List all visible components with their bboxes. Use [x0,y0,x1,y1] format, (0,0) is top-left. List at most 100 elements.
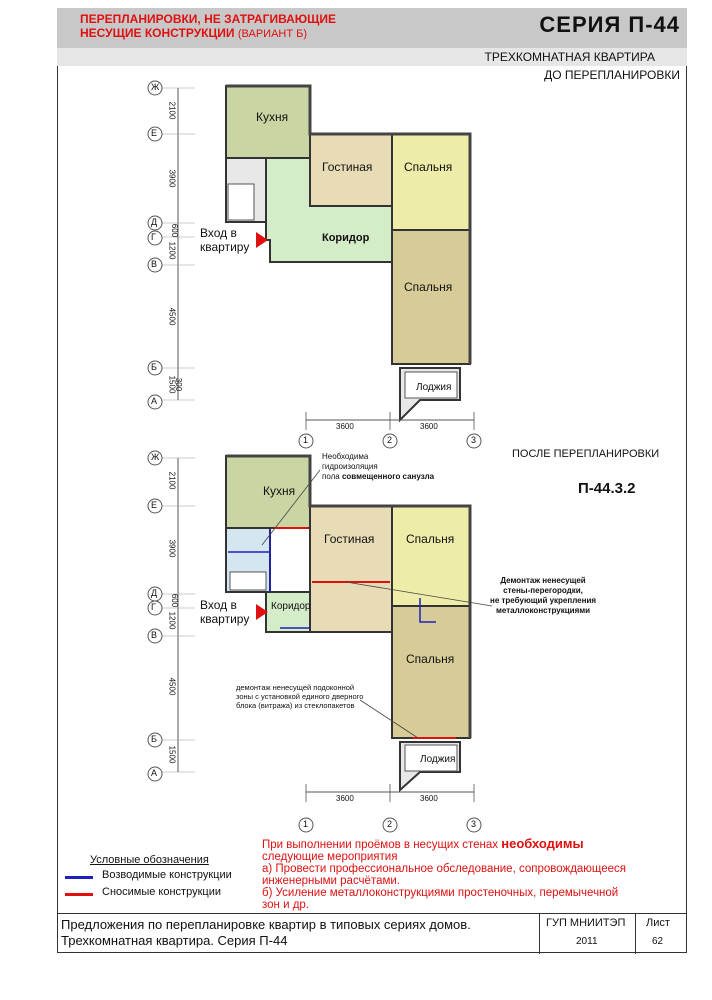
before-living-label: Гостиная [322,160,373,174]
note-demolish-line2: стены-перегородки, [503,586,583,595]
note-water-line3b: совмещенного санузла [341,472,435,481]
subtitle-bar: ТРЕХКОМНАТНАЯ КВАРТИРА [57,48,687,66]
after-bedroom1-label: Спальня [406,532,455,546]
before-dim-3900: 3900 [167,169,177,188]
plan-before [147,80,482,449]
after-living-label: Гостиная [324,532,375,546]
after-dim-h2: 3600 [420,794,438,803]
note-demolish-line1: Демонтаж ненесущей [500,576,586,585]
before-entrance-line2: квартиру [200,240,250,254]
plan-code: П-44.3.2 [578,480,636,497]
before-axis-g: Г [151,232,156,242]
after-axis-3: 3 [471,819,477,829]
before-loggia-label: Лоджия [416,382,452,393]
before-axis-3: 3 [471,435,477,445]
after-axis-b: Б [151,734,157,744]
req-item-b1: б) Усиление металлоконструкциями простен… [262,887,619,899]
legend-removed-swatch [65,893,93,896]
after-dim-600: 600 [170,593,180,608]
before-dim-600: 600 [170,223,180,238]
after-axis-d: Д [151,588,158,598]
after-axis-v: В [151,630,158,640]
footer-bar: Предложения по перепланировке квартир в … [57,913,687,954]
header-red-title: ПЕРЕПЛАНИРОВКИ, НЕ ЗАТРАГИВАЮЩИЕ НЕСУЩИЕ… [80,12,336,41]
after-kitchen-label: Кухня [263,484,296,498]
before-bedroom2-label: Спальня [404,280,453,294]
header-variant: (ВАРИАНТ Б) [237,28,308,40]
after-dim-3900: 3900 [167,539,177,558]
req-item-a2: инженерными расчётами. [262,875,401,887]
after-axis-a: А [151,768,158,778]
before-corridor-label: Коридор [322,232,370,244]
after-entrance-label: Вход в квартиру [200,598,250,626]
before-axis-d: Д [151,217,158,227]
note-demolish: Демонтаж ненесущей стены-перегородки, не… [490,576,596,616]
after-dim-2100: 2100 [167,471,177,490]
before-axis-2: 2 [387,435,393,445]
legend-erected-label: Возводимые конструкции [102,869,232,881]
after-entrance-line2: квартиру [200,612,250,626]
note-demolish-line3: не требующий укрепления [490,596,597,605]
subtitle: ТРЕХКОМНАТНАЯ КВАРТИРА [484,50,655,64]
after-entrance-line1: Вход в [200,598,237,612]
after-dim-1500: 1500 [167,745,177,764]
before-axis-a: А [151,396,158,406]
footer-sheet-label: Лист [646,917,670,929]
legend-removed-label: Сносимые конструкции [102,886,221,898]
after-axis-zh: Ж [151,452,160,462]
after-dim-h1: 3600 [336,794,354,803]
footer-org: ГУП МНИИТЭП [546,917,626,929]
before-axis-b: Б [151,362,157,372]
before-entrance-line1: Вход в [200,226,237,240]
after-axis-2: 2 [387,819,393,829]
before-dim-300: 300 [174,377,184,392]
before-axis-zh: Ж [151,82,160,92]
before-label: ДО ПЕРЕПЛАНИРОВКИ [544,68,680,82]
after-dim-1200: 1200 [167,611,177,630]
after-dim-4500: 4500 [167,677,177,696]
after-loggia-label: Лоджия [420,754,456,765]
req-item-a1: а) Провести профессиональное обследовани… [262,863,627,875]
after-bedroom2-label: Спальня [406,652,455,666]
before-dim-4500: 4500 [167,307,177,326]
footer-sheet-number: 62 [652,936,664,947]
header-red-line2: НЕСУЩИЕ КОНСТРУКЦИИ [80,26,235,40]
after-axis-1: 1 [303,819,309,829]
legend-erected-swatch [65,876,93,879]
after-corridor-label: Коридор [271,601,311,612]
before-kitchen-label: Кухня [256,110,289,124]
note-water-line1: Необходима [322,452,369,461]
req-item-b2: зон и др. [262,899,310,911]
plan-after [147,450,493,833]
req-intro-a: При выполнении проёмов в несущих стенах [262,839,502,851]
footer-org-cell: ГУП МНИИТЭП 2011 [539,914,636,954]
footer-year: 2011 [576,936,598,947]
before-entrance-label: Вход в квартиру [200,226,250,254]
note-sill-line3: блока (витража) из стеклопакетов [236,701,355,710]
footer-title: Предложения по перепланировке квартир в … [61,917,471,949]
note-sill: демонтаж ненесущей подоконной зоны с уст… [236,683,363,710]
note-water-line3a: пола [322,472,342,481]
note-sill-line2: зоны с установкой единого дверного [236,692,364,701]
before-dim-h1: 3600 [336,422,354,431]
before-dim-1200: 1200 [167,241,177,260]
legend-title: Условные обозначения [90,854,209,866]
after-axis-e: Е [151,500,158,510]
before-dim-h2: 3600 [420,422,438,431]
footer-sheet-cell: Лист 62 [635,914,688,954]
series-title: СЕРИЯ П-44 [539,12,680,37]
req-intro-c: следующие мероприятия [262,851,398,863]
req-intro-b: необходимы [501,836,584,851]
note-demolish-line4: металлоконструкциями [495,606,591,615]
before-bedroom1-label: Спальня [404,160,453,174]
requirements-text: При выполнении проёмов в несущих стенах … [262,836,672,911]
before-axis-e: Е [151,128,158,138]
header-red-line1: ПЕРЕПЛАНИРОВКИ, НЕ ЗАТРАГИВАЮЩИЕ [80,12,337,26]
header-bar [57,8,687,48]
before-dim-2100: 2100 [167,101,177,120]
before-axis-v: В [151,259,158,269]
after-axis-g: Г [151,602,156,612]
after-label: ПОСЛЕ ПЕРЕПЛАНИРОВКИ [512,448,660,460]
note-water-line2: гидроизоляция [322,462,378,471]
